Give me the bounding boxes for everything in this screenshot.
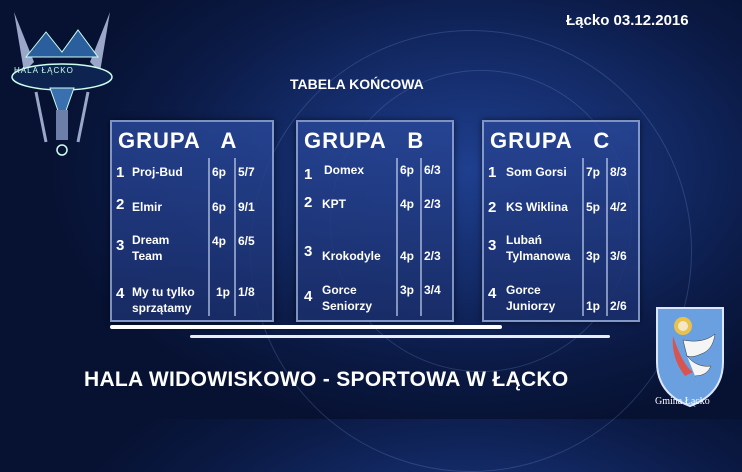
team-name: KS Wiklina xyxy=(506,200,568,214)
crest-label: Gmina Łącko xyxy=(655,396,710,407)
team-name: KPT xyxy=(322,197,346,211)
column-divider xyxy=(234,158,236,316)
logo-text: HALA ŁĄCKO xyxy=(14,66,74,75)
group-title: GRUPA A xyxy=(118,128,238,153)
team-name: Gorce Juniorzy xyxy=(506,283,556,313)
column-divider xyxy=(606,158,608,316)
team-points: 5p xyxy=(586,200,601,214)
team-goals: 1/8 xyxy=(238,285,255,299)
divider-stripe xyxy=(190,335,610,338)
team-goals: 6/5 xyxy=(238,234,255,248)
team-name: Proj-Bud xyxy=(132,165,183,179)
team-goals: 3/6 xyxy=(610,249,627,263)
team-position: 2 xyxy=(488,199,497,216)
hala-lacko-logo-icon xyxy=(11,12,113,156)
venue-title: HALA WIDOWISKOWO - SPORTOWA W ŁĄCKO xyxy=(84,368,569,391)
team-position: 2 xyxy=(116,196,125,213)
team-points: 7p xyxy=(586,165,601,179)
team-position: 4 xyxy=(488,285,497,302)
team-goals: 9/1 xyxy=(238,200,255,214)
team-name: Som Gorsi xyxy=(506,165,567,179)
team-points: 6p xyxy=(212,200,227,214)
team-goals: 3/4 xyxy=(424,283,441,297)
group-title: GRUPA C xyxy=(490,128,611,153)
team-position: 4 xyxy=(116,285,125,302)
divider-stripe xyxy=(110,325,502,329)
team-position: 1 xyxy=(304,166,313,183)
gmina-lacko-crest-icon xyxy=(656,307,724,408)
team-points: 4p xyxy=(400,197,415,211)
team-goals: 2/3 xyxy=(424,249,441,263)
team-points: 1p xyxy=(586,299,601,313)
team-position: 1 xyxy=(488,164,497,181)
column-divider xyxy=(582,158,584,316)
team-name: My tu tylko sprzątamy xyxy=(132,285,195,315)
page-title: TABELA KOŃCOWA xyxy=(290,76,424,92)
team-points: 4p xyxy=(212,234,227,248)
team-goals: 8/3 xyxy=(610,165,627,179)
team-name: Elmir xyxy=(132,200,163,214)
team-name: Gorce Seniorzy xyxy=(322,283,373,313)
group-title: GRUPA B xyxy=(304,128,425,153)
event-date: Łącko 03.12.2016 xyxy=(566,12,689,29)
team-position: 1 xyxy=(116,164,125,181)
team-position: 3 xyxy=(304,243,313,260)
team-goals: 6/3 xyxy=(424,163,441,177)
team-position: 4 xyxy=(304,288,313,305)
team-name: Domex xyxy=(324,163,365,177)
team-position: 3 xyxy=(488,237,497,254)
team-points: 6p xyxy=(212,165,227,179)
team-points: 4p xyxy=(400,249,415,263)
team-points: 3p xyxy=(400,283,415,297)
team-name: Krokodyle xyxy=(322,249,381,263)
team-points: 3p xyxy=(586,249,601,263)
team-points: 6p xyxy=(400,163,415,177)
team-name: Lubań Tylmanowa xyxy=(506,233,571,263)
group-panel-a: GRUPA A 1 Proj-Bud 6p 5/7 2 Elmir 6p 9/1… xyxy=(110,120,274,322)
team-goals: 4/2 xyxy=(610,200,627,214)
team-name: Dream Team xyxy=(132,233,170,263)
team-goals: 2/6 xyxy=(610,299,627,313)
group-panel-b: GRUPA B 1 Domex 6p 6/3 2 KPT 4p 2/3 3 Kr… xyxy=(296,120,454,322)
team-position: 2 xyxy=(304,194,313,211)
team-goals: 5/7 xyxy=(238,165,255,179)
column-divider xyxy=(420,158,422,316)
team-goals: 2/3 xyxy=(424,197,441,211)
team-position: 3 xyxy=(116,237,125,254)
column-divider xyxy=(208,158,210,316)
column-divider xyxy=(396,158,398,316)
team-points: 1p xyxy=(216,285,231,299)
group-panel-c: GRUPA C 1 Som Gorsi 7p 8/3 2 KS Wiklina … xyxy=(482,120,640,322)
